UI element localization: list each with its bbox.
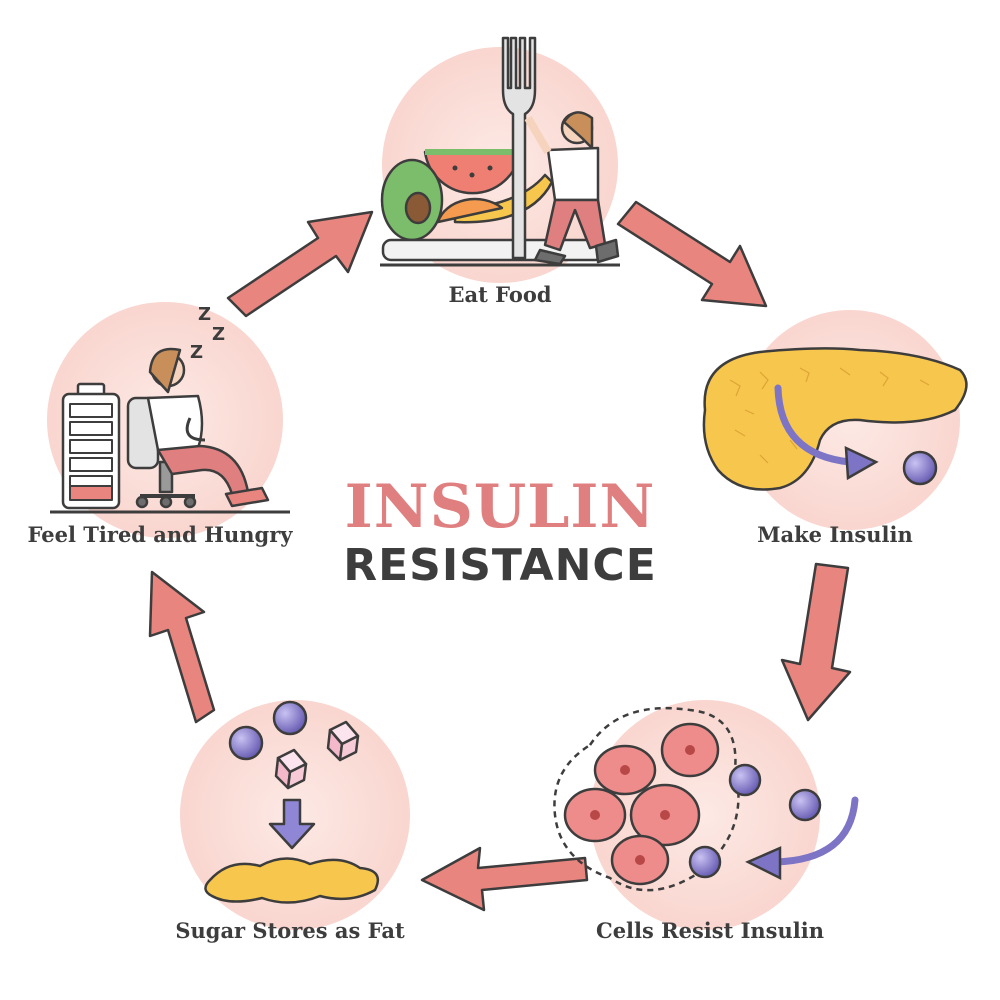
step-label-eat-food: Eat Food [448,282,552,307]
plate-icon [381,238,605,262]
make-insulin-illustration [702,347,968,491]
step-label-make-insulin: Make Insulin [757,522,913,547]
insulin-molecule-icon [688,845,722,879]
down-arrow-icon [268,798,316,850]
tired-hungry-illustration: Z Z Z [50,304,290,514]
sleep-z-icon: Z [190,342,203,363]
eat-food-illustration [380,36,620,267]
arrow-cells-to-sugar [420,846,589,912]
orange-slice-icon [436,197,504,224]
arrow-insulin-to-cells [780,562,852,722]
insulin-molecule-icon [902,450,938,486]
arrow-tired-to-eat [226,210,374,318]
title-resistance: RESISTANCE [343,540,657,591]
tired-person-body-icon [146,394,204,452]
fork-icon [501,36,537,260]
sugar-cube-icon [326,720,360,762]
insulin-flow-arrow [774,384,854,466]
low-battery-icon [61,382,121,510]
step-label-cells-resist: Cells Resist Insulin [595,918,825,943]
pancreas-icon [702,347,968,491]
insulin-molecule-icon [228,725,264,761]
sleep-z-icon: Z [198,304,211,325]
insulin-molecule-icon [788,788,822,822]
sleep-z-icon: Z [212,324,225,345]
cells-resist-illustration [553,706,859,892]
step-label-sugar-fat: Sugar Stores as Fat [175,918,405,943]
step-label-tired-hungry: Feel Tired and Hungry [27,522,293,547]
resist-arrow [771,796,859,866]
arrow-eat-to-insulin [616,200,768,308]
insulin-molecule-icon [728,763,762,797]
arrow-sugar-to-tired [148,570,216,724]
insulin-molecule-icon [272,700,308,736]
fat-deposit-icon [204,857,380,904]
sugar-cube-icon [274,748,308,790]
sugar-fat-illustration [204,700,380,904]
title-insulin: INSULIN [344,472,656,542]
person-body-icon [546,146,600,202]
